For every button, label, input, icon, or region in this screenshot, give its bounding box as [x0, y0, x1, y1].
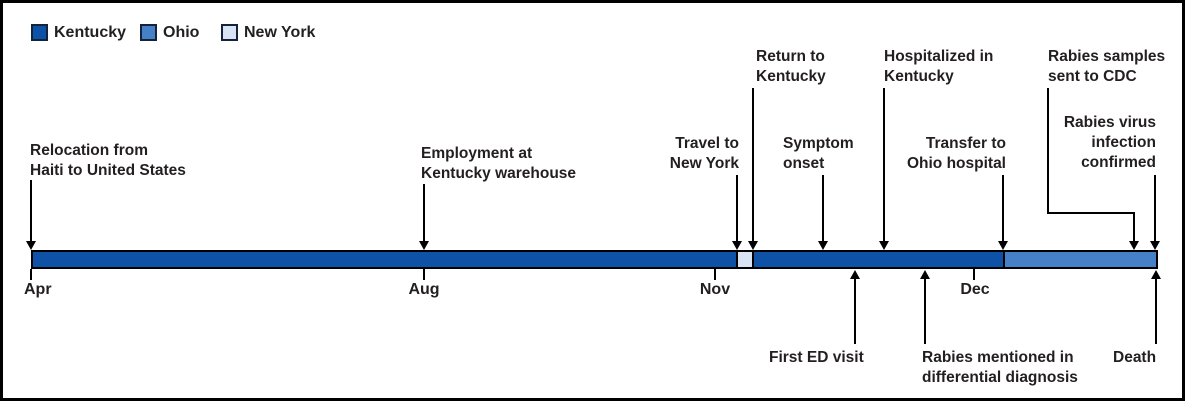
- arrowhead-travel-new-york: [732, 241, 742, 250]
- annotation-travel-new-york: Travel to New York: [669, 135, 739, 172]
- arrow-first-ed-visit: [854, 278, 856, 344]
- arrow-samples-cdc-vertical: [1047, 88, 1049, 214]
- segment-kentucky-1: [33, 252, 736, 267]
- annotation-transfer-ohio: Transfer to Ohio hospital: [906, 135, 1006, 172]
- legend-label-kentucky: Kentucky: [54, 24, 127, 41]
- annotation-relocation: Relocation from Haiti to United States: [30, 142, 186, 179]
- annotation-infection-confirmed: Rabies virus infection confirmed: [1063, 114, 1156, 171]
- legend-swatch-kentucky: [31, 24, 48, 41]
- arrow-hospitalized: [883, 88, 885, 242]
- arrowhead-transfer-ohio: [998, 241, 1008, 250]
- segment-new-york: [736, 252, 754, 267]
- annotation-return-kentucky: Return to Kentucky: [756, 48, 826, 85]
- segment-ohio: [1003, 252, 1156, 267]
- arrow-transfer-ohio: [1002, 175, 1004, 242]
- month-label-nov: Nov: [699, 281, 731, 298]
- annotation-symptom-onset: Symptom onset: [783, 135, 854, 172]
- arrow-employment: [423, 184, 425, 242]
- arrow-infection-confirmed: [1154, 175, 1156, 242]
- month-label-aug: Aug: [408, 281, 440, 298]
- month-label-dec: Dec: [960, 281, 990, 298]
- timeline-bar: [31, 250, 1158, 269]
- arrowhead-hospitalized: [879, 241, 889, 250]
- annotation-death: Death: [1113, 349, 1157, 366]
- arrow-death: [1155, 278, 1157, 344]
- arrowhead-return-kentucky: [748, 241, 758, 250]
- arrow-travel-new-york: [736, 175, 738, 242]
- tick-dec: [973, 269, 975, 280]
- tick-nov: [714, 269, 716, 280]
- annotation-employment: Employment at Kentucky warehouse: [421, 145, 577, 182]
- arrow-samples-cdc-drop: [1133, 212, 1135, 242]
- arrowhead-symptom-onset: [818, 241, 828, 250]
- arrowhead-death: [1151, 270, 1161, 279]
- legend-label-new-york: New York: [244, 24, 316, 41]
- annotation-samples-cdc: Rabies samples sent to CDC: [1048, 48, 1166, 85]
- annotation-first-ed-visit: First ED visit: [769, 349, 864, 366]
- arrowhead-infection-confirmed: [1150, 241, 1160, 250]
- legend-swatch-ohio: [140, 24, 157, 41]
- tick-aug: [423, 269, 425, 280]
- arrowhead-relocation: [26, 241, 36, 250]
- arrowhead-rabies-mentioned: [920, 270, 930, 279]
- annotation-rabies-mentioned: Rabies mentioned in differential diagnos…: [922, 349, 1078, 386]
- legend-swatch-new-york: [221, 24, 238, 41]
- legend-label-ohio: Ohio: [163, 24, 200, 41]
- annotation-hospitalized: Hospitalized in Kentucky: [884, 48, 994, 85]
- arrow-samples-cdc-horizontal: [1047, 212, 1135, 214]
- arrow-symptom-onset: [822, 175, 824, 242]
- arrowhead-first-ed-visit: [850, 270, 860, 279]
- arrow-relocation: [30, 180, 32, 242]
- arrowhead-employment: [419, 241, 429, 250]
- arrow-rabies-mentioned: [924, 278, 926, 344]
- month-label-apr: Apr: [24, 281, 52, 298]
- segment-kentucky-2: [754, 252, 1003, 267]
- arrowhead-samples-cdc: [1129, 241, 1139, 250]
- arrow-return-kentucky: [752, 88, 754, 242]
- tick-apr: [30, 269, 32, 280]
